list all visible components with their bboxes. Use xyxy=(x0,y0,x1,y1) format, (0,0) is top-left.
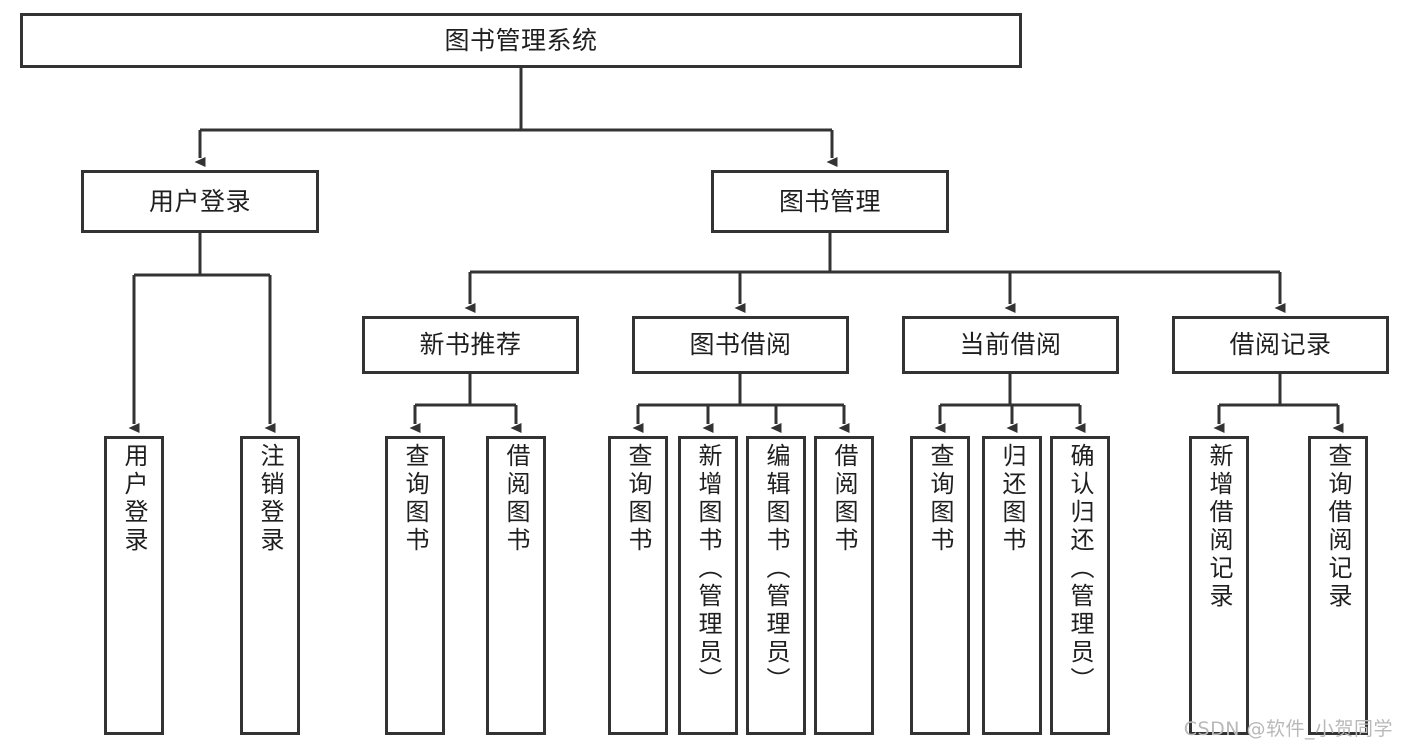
node-borrow-record[interactable]: 借阅记录 xyxy=(1172,316,1389,374)
node-leaf-query-book-3[interactable]: 查询图书 xyxy=(910,436,970,735)
node-new-book-recommend[interactable]: 新书推荐 xyxy=(362,316,579,374)
node-leaf-add-record[interactable]: 新增借阅记录 xyxy=(1189,436,1249,735)
node-leaf-logout-label: 注销登录 xyxy=(256,443,284,555)
node-leaf-confirm-return[interactable]: 确认归还（管理员） xyxy=(1050,436,1110,735)
node-borrow-record-label: 借阅记录 xyxy=(1229,330,1332,359)
node-current-borrow[interactable]: 当前借阅 xyxy=(902,316,1119,374)
node-leaf-borrow-book-2-label: 借阅图书 xyxy=(830,443,858,555)
node-leaf-add-record-label: 新增借阅记录 xyxy=(1205,443,1233,611)
node-leaf-borrow-book-1-label: 借阅图书 xyxy=(502,443,530,555)
node-leaf-add-book-label: 新增图书（管理员） xyxy=(694,443,722,695)
node-book-manage[interactable]: 图书管理 xyxy=(711,170,949,233)
node-leaf-query-record[interactable]: 查询借阅记录 xyxy=(1308,436,1368,735)
node-book-borrow-label: 图书借阅 xyxy=(689,330,792,359)
node-leaf-borrow-book-2[interactable]: 借阅图书 xyxy=(814,436,874,735)
node-leaf-return-book[interactable]: 归还图书 xyxy=(982,436,1042,735)
node-leaf-borrow-book-1[interactable]: 借阅图书 xyxy=(486,436,546,735)
node-leaf-return-book-label: 归还图书 xyxy=(998,443,1026,555)
node-leaf-user-login[interactable]: 用户登录 xyxy=(104,436,164,735)
watermark: CSDN @软件_小贺同学 xyxy=(1183,718,1393,740)
node-leaf-query-book-2[interactable]: 查询图书 xyxy=(608,436,668,735)
node-leaf-query-record-label: 查询借阅记录 xyxy=(1324,443,1352,611)
node-leaf-query-book-1-label: 查询图书 xyxy=(401,443,429,555)
node-root[interactable]: 图书管理系统 xyxy=(20,13,1022,68)
node-book-manage-label: 图书管理 xyxy=(778,186,881,216)
node-root-label: 图书管理系统 xyxy=(444,25,598,55)
node-book-borrow[interactable]: 图书借阅 xyxy=(632,316,849,374)
node-leaf-add-book[interactable]: 新增图书（管理员） xyxy=(678,436,738,735)
node-leaf-query-book-3-label: 查询图书 xyxy=(926,443,954,555)
node-user-login[interactable]: 用户登录 xyxy=(81,170,319,233)
node-leaf-logout[interactable]: 注销登录 xyxy=(240,436,300,735)
node-user-login-label: 用户登录 xyxy=(148,186,251,216)
node-leaf-user-login-label: 用户登录 xyxy=(120,443,148,555)
node-leaf-edit-book-label: 编辑图书（管理员） xyxy=(762,443,790,695)
node-leaf-query-book-1[interactable]: 查询图书 xyxy=(385,436,445,735)
node-leaf-edit-book[interactable]: 编辑图书（管理员） xyxy=(746,436,806,735)
node-current-borrow-label: 当前借阅 xyxy=(959,330,1062,359)
node-leaf-confirm-return-label: 确认归还（管理员） xyxy=(1066,443,1094,695)
node-new-book-recommend-label: 新书推荐 xyxy=(419,330,522,359)
node-leaf-query-book-2-label: 查询图书 xyxy=(624,443,652,555)
